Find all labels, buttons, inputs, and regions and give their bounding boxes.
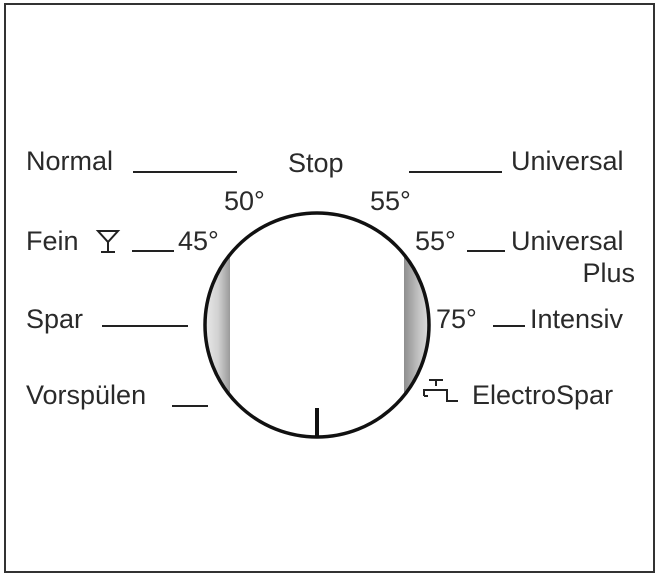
spar-leader-line	[102, 325, 188, 327]
program-label-intensiv: Intensiv	[530, 304, 624, 334]
program-label-normal: Normal	[26, 146, 114, 176]
program-label-fein: Fein	[26, 226, 79, 256]
temp-label-55-top: 55°	[370, 186, 411, 216]
program-label-electrospar: ElectroSpar	[472, 380, 614, 410]
vorspuelen-leader-line	[172, 405, 208, 407]
temp-label-45: 45°	[178, 226, 219, 256]
temp-label-50: 50°	[224, 186, 265, 216]
normal-leader-line	[133, 171, 237, 173]
tap-icon	[423, 379, 458, 402]
wine-glass-icon	[95, 230, 121, 253]
intensiv-leader-line	[493, 325, 525, 327]
program-label-universal: Universal	[511, 146, 624, 176]
program-label-vorspuelen: Vorspülen	[26, 380, 147, 410]
program-dial[interactable]	[200, 200, 434, 450]
program-label-universal-plus-line2: Plus	[582, 258, 635, 288]
universal-plus-leader-line	[467, 250, 505, 252]
program-label-stop: Stop	[288, 148, 344, 178]
program-label-spar: Spar	[26, 304, 84, 334]
temp-label-55-right: 55°	[415, 226, 456, 256]
temp-label-75: 75°	[436, 304, 477, 334]
program-label-universal-plus-line1: Universal	[511, 226, 624, 256]
fein-leader-line	[132, 250, 174, 252]
universal-leader-line	[409, 171, 502, 173]
